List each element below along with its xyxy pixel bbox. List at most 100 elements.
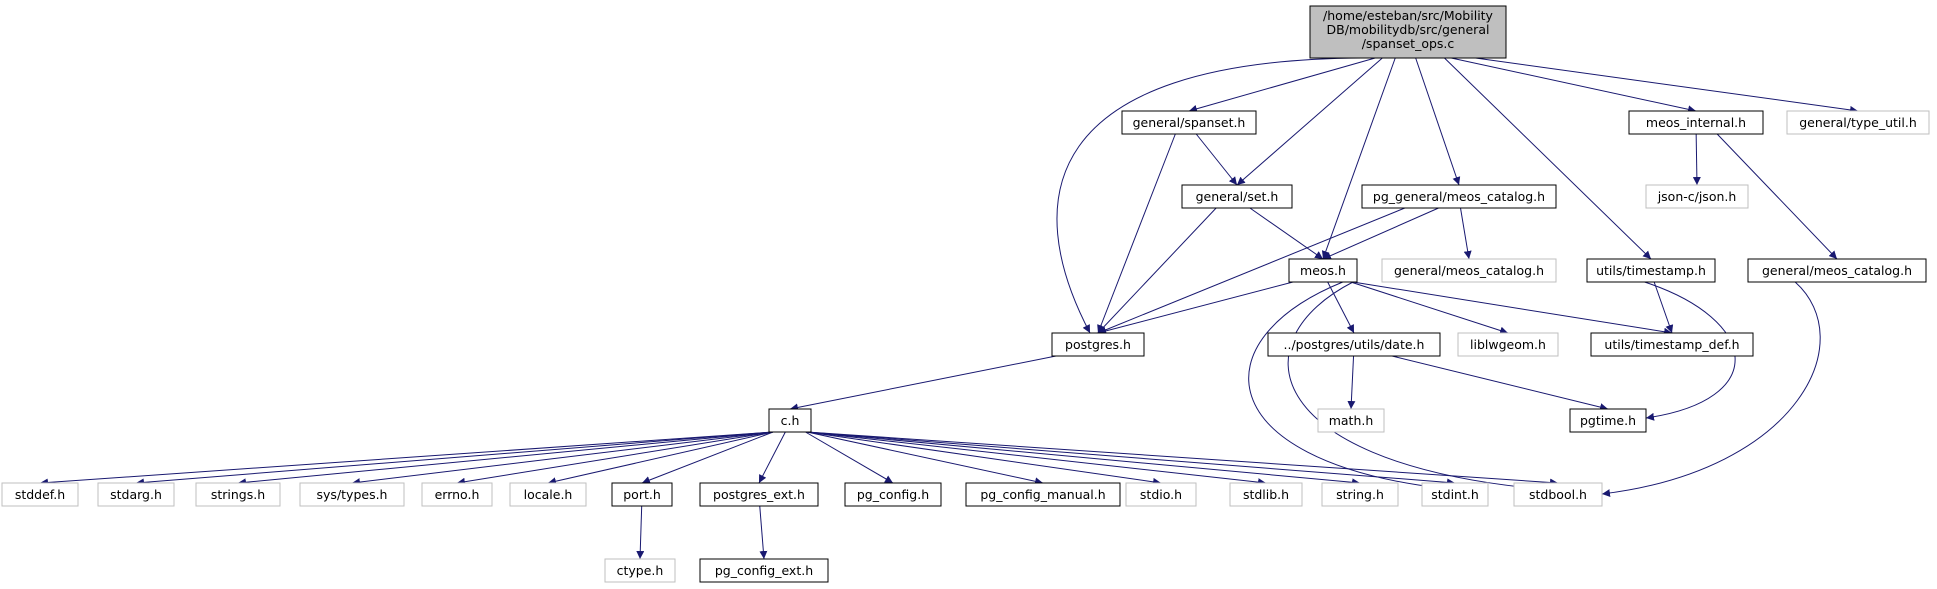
node-sys-types-h: sys/types.h bbox=[299, 482, 405, 507]
node-box bbox=[1229, 482, 1303, 507]
edge-c-h-to-pg-config-h bbox=[805, 431, 894, 484]
node-port-h[interactable]: port.h bbox=[611, 482, 673, 507]
edge-meos-h-to-postgres-utils-date-h bbox=[1327, 281, 1355, 334]
edges-layer bbox=[39, 57, 1859, 560]
node-box bbox=[1645, 184, 1749, 209]
node-label-line: DB/mobilitydb/src/general bbox=[1327, 22, 1490, 37]
edge-general-spanset-h-to-general-set-h bbox=[1195, 133, 1238, 186]
edge-c-h-to-stdint-h bbox=[806, 431, 1456, 487]
node-general-spanset-h[interactable]: general/spanset.h bbox=[1121, 110, 1257, 135]
edge-pg-general-meos-catalog-h-to-general-meos-catalog-h-1 bbox=[1460, 207, 1472, 260]
node-label: general/meos_catalog.h bbox=[1762, 263, 1912, 278]
node-box bbox=[604, 558, 676, 583]
edge-port-h-to-ctype-h bbox=[636, 505, 645, 560]
node-stdint-h: stdint.h bbox=[1421, 482, 1489, 507]
node-box bbox=[699, 558, 829, 583]
node-pgtime-h[interactable]: pgtime.h bbox=[1569, 408, 1647, 433]
edge-c-h-to-locale-h bbox=[547, 431, 774, 486]
node-general-type-util-h: general/type_util.h bbox=[1786, 110, 1930, 135]
node-postgres-h[interactable]: postgres.h bbox=[1051, 332, 1145, 357]
edge-root-to-general-set-h bbox=[1236, 57, 1383, 186]
node-label: meos.h bbox=[1300, 263, 1346, 278]
node-label: postgres_ext.h bbox=[713, 487, 805, 502]
node-label: pg_config.h bbox=[857, 487, 929, 502]
node-label-line: /spanset_ops.c bbox=[1362, 36, 1455, 51]
node-meos-h[interactable]: meos.h bbox=[1288, 258, 1358, 283]
node-box bbox=[1457, 332, 1559, 357]
edge-meos-h-to-stdint-h bbox=[1248, 281, 1441, 491]
node-general-set-h[interactable]: general/set.h bbox=[1181, 184, 1293, 209]
node-pg-config-ext-h[interactable]: pg_config_ext.h bbox=[699, 558, 829, 583]
node-general-meos-catalog-h-2[interactable]: general/meos_catalog.h bbox=[1747, 258, 1927, 283]
node-box bbox=[97, 482, 175, 507]
node-pg-general-meos-catalog-h[interactable]: pg_general/meos_catalog.h bbox=[1361, 184, 1557, 209]
node-box bbox=[1569, 408, 1647, 433]
node-label: json-c/json.h bbox=[1657, 189, 1737, 204]
edge-pg-general-meos-catalog-h-to-postgres-h bbox=[1097, 207, 1406, 334]
edge-postgres-h-to-c-h bbox=[789, 355, 1057, 412]
node-stdlib-h: stdlib.h bbox=[1229, 482, 1303, 507]
edge-root-to-general-type-util-h bbox=[1475, 57, 1859, 114]
edge-pg-general-meos-catalog-h-to-meos-h bbox=[1322, 207, 1439, 260]
node-utils-timestamp-def-h[interactable]: utils/timestamp_def.h bbox=[1590, 332, 1754, 357]
node-box bbox=[1, 482, 79, 507]
node-label: postgres.h bbox=[1065, 337, 1131, 352]
node-root-spanset-ops-c: /home/esteban/src/MobilityDB/mobilitydb/… bbox=[1309, 5, 1507, 59]
node-label: stdbool.h bbox=[1529, 487, 1587, 502]
edge-general-set-h-to-postgres-h bbox=[1097, 207, 1217, 334]
node-c-h[interactable]: c.h bbox=[768, 408, 812, 433]
node-label: port.h bbox=[623, 487, 661, 502]
node-stddef-h: stddef.h bbox=[1, 482, 79, 507]
node-box bbox=[1747, 258, 1927, 283]
edge-meos-h-to-utils-timestamp-def-h bbox=[1352, 281, 1673, 336]
node-box bbox=[1288, 258, 1358, 283]
node-label: ctype.h bbox=[617, 563, 664, 578]
edge-root-to-pg-general-meos-catalog-h bbox=[1415, 57, 1461, 186]
node-box bbox=[1590, 332, 1754, 357]
node-label: general/meos_catalog.h bbox=[1394, 263, 1544, 278]
node-box bbox=[768, 408, 812, 433]
node-box bbox=[611, 482, 673, 507]
node-label: general/set.h bbox=[1196, 189, 1279, 204]
edge-c-h-to-postgres-ext-h bbox=[758, 431, 786, 484]
node-box bbox=[1421, 482, 1489, 507]
edge-c-h-to-stddef-h bbox=[39, 431, 774, 487]
node-pg-config-h[interactable]: pg_config.h bbox=[844, 482, 942, 507]
node-label: pg_general/meos_catalog.h bbox=[1373, 189, 1545, 204]
node-box bbox=[1786, 110, 1930, 135]
node-box bbox=[299, 482, 405, 507]
edge-c-h-to-errno-h bbox=[456, 431, 774, 486]
edge-postgres-utils-date-h-to-pgtime-h bbox=[1391, 355, 1609, 411]
node-label: math.h bbox=[1329, 413, 1374, 428]
edge-meos-h-to-postgres-h bbox=[1097, 281, 1294, 335]
node-box bbox=[1321, 482, 1399, 507]
node-label: errno.h bbox=[435, 487, 480, 502]
node-postgres-ext-h[interactable]: postgres_ext.h bbox=[699, 482, 819, 507]
node-strings-h: strings.h bbox=[195, 482, 281, 507]
node-utils-timestamp-h[interactable]: utils/timestamp.h bbox=[1586, 258, 1716, 283]
node-errno-h: errno.h bbox=[421, 482, 493, 507]
node-label: pg_config_manual.h bbox=[980, 487, 1105, 502]
edge-general-set-h-to-meos-h bbox=[1249, 207, 1324, 260]
node-liblwgeom-h: liblwgeom.h bbox=[1457, 332, 1559, 357]
node-postgres-utils-date-h[interactable]: ../postgres/utils/date.h bbox=[1267, 332, 1441, 357]
node-general-meos-catalog-h-1: general/meos_catalog.h bbox=[1381, 258, 1557, 283]
edge-meos-internal-h-to-general-meos-catalog-h-2 bbox=[1716, 133, 1838, 260]
node-label: ../postgres/utils/date.h bbox=[1284, 337, 1425, 352]
node-ctype-h: ctype.h bbox=[604, 558, 676, 583]
node-meos-internal-h[interactable]: meos_internal.h bbox=[1628, 110, 1764, 135]
edge-c-h-to-sys-types-h bbox=[351, 431, 774, 487]
edge-c-h-to-stdlib-h bbox=[806, 431, 1267, 487]
node-math-h: math.h bbox=[1317, 408, 1385, 433]
node-label: c.h bbox=[781, 413, 800, 428]
node-label: stdarg.h bbox=[110, 487, 162, 502]
edge-c-h-to-stdarg-h bbox=[135, 431, 774, 487]
node-box bbox=[965, 482, 1121, 507]
node-box bbox=[1309, 5, 1507, 59]
node-label: stdlib.h bbox=[1243, 487, 1289, 502]
node-pg-config-manual-h[interactable]: pg_config_manual.h bbox=[965, 482, 1121, 507]
node-box bbox=[1121, 110, 1257, 135]
node-stdarg-h: stdarg.h bbox=[97, 482, 175, 507]
edge-utils-timestamp-h-to-utils-timestamp-def-h bbox=[1653, 281, 1674, 334]
